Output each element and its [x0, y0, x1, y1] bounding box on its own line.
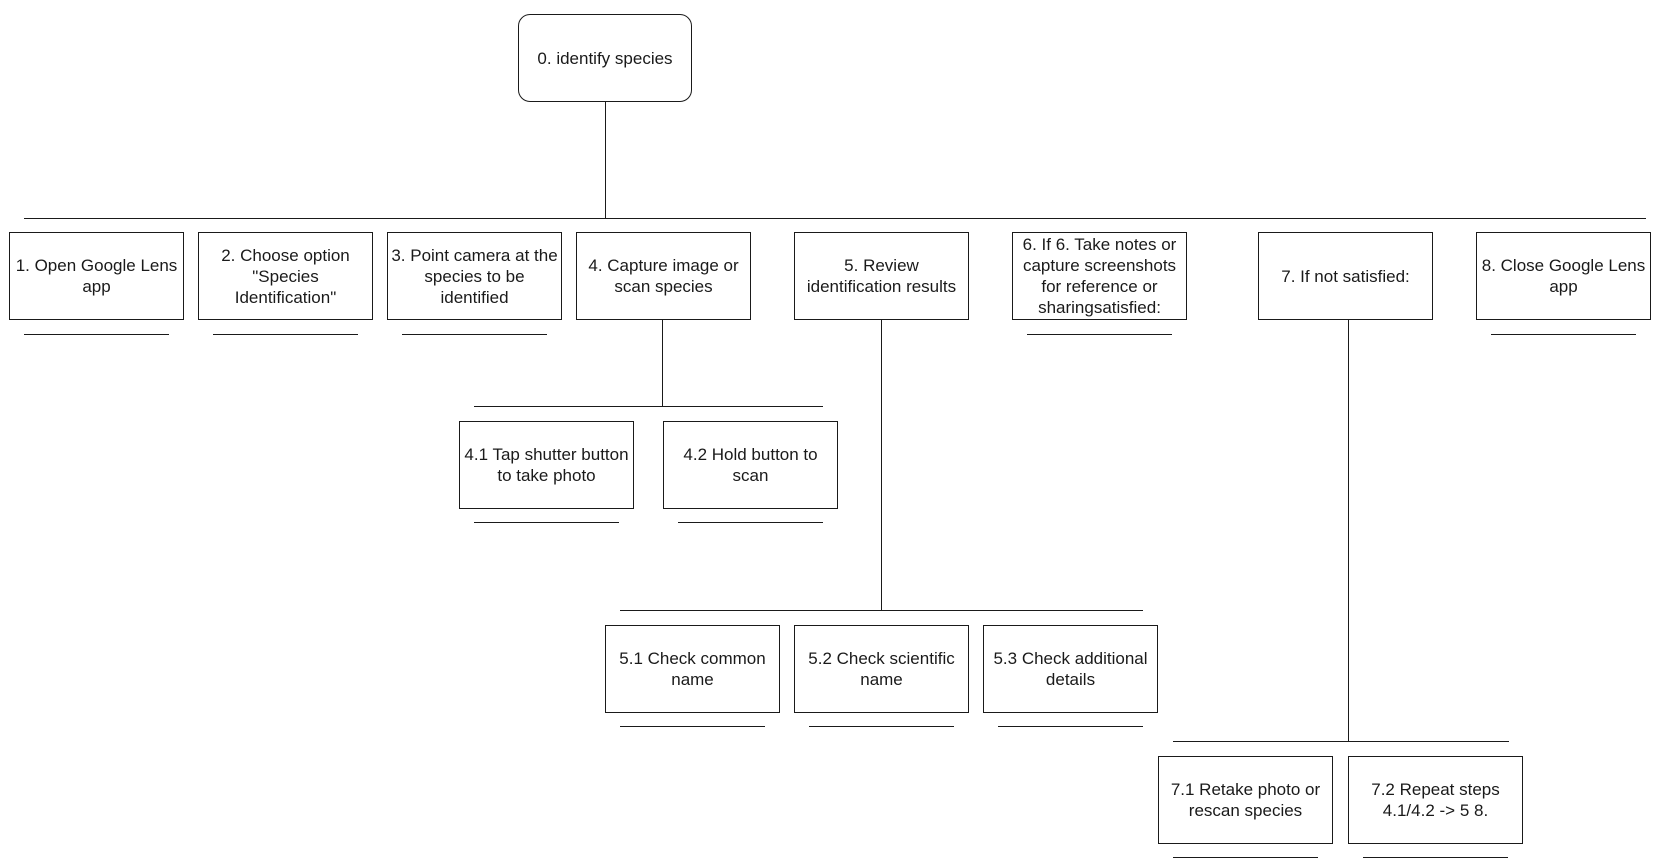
connector-step-4-bus — [474, 406, 823, 407]
step-6-underline — [1027, 334, 1172, 335]
connector-main-bus — [24, 218, 1646, 219]
root-node: 0. identify species — [518, 14, 692, 102]
substep-4-1-node: 4.1 Tap shutter button to take photo — [459, 421, 634, 509]
substep-4-1-underline — [474, 522, 619, 523]
step-8-node: 8. Close Google Lens app — [1476, 232, 1651, 320]
step-6-node: 6. If 6. Take notes or capture screensho… — [1012, 232, 1187, 320]
substep-7-1-node: 7.1 Retake photo or rescan species — [1158, 756, 1333, 844]
connector-step-5-down — [881, 320, 882, 610]
step-1-node: 1. Open Google Lens app — [9, 232, 184, 320]
connector-root-down — [605, 102, 606, 218]
step-2-node: 2. Choose option "Species Identification… — [198, 232, 373, 320]
substep-5-1-node: 5.1 Check common name — [605, 625, 780, 713]
step-7-node: 7. If not satisfied: — [1258, 232, 1433, 320]
substep-4-2-node: 4.2 Hold button to scan — [663, 421, 838, 509]
substep-5-3-node: 5.3 Check additional details — [983, 625, 1158, 713]
step-3-node: 3. Point camera at the species to be ide… — [387, 232, 562, 320]
substep-5-3-underline — [998, 726, 1143, 727]
step-2-underline — [213, 334, 358, 335]
substep-4-2-underline — [678, 522, 823, 523]
connector-step-4-down — [662, 320, 663, 406]
connector-step-7-down — [1348, 320, 1349, 741]
substep-7-2-node: 7.2 Repeat steps 4.1/4.2 -> 5 8. — [1348, 756, 1523, 844]
substep-5-2-underline — [809, 726, 954, 727]
step-3-underline — [402, 334, 547, 335]
substep-7-1-underline — [1173, 857, 1318, 858]
step-5-node: 5. Review identification results — [794, 232, 969, 320]
connector-step-7-bus — [1173, 741, 1509, 742]
step-4-node: 4. Capture image or scan species — [576, 232, 751, 320]
step-8-underline — [1491, 334, 1636, 335]
substep-5-2-node: 5.2 Check scientific name — [794, 625, 969, 713]
step-1-underline — [24, 334, 169, 335]
substep-7-2-underline — [1363, 857, 1508, 858]
substep-5-1-underline — [620, 726, 765, 727]
connector-step-5-bus — [620, 610, 1143, 611]
